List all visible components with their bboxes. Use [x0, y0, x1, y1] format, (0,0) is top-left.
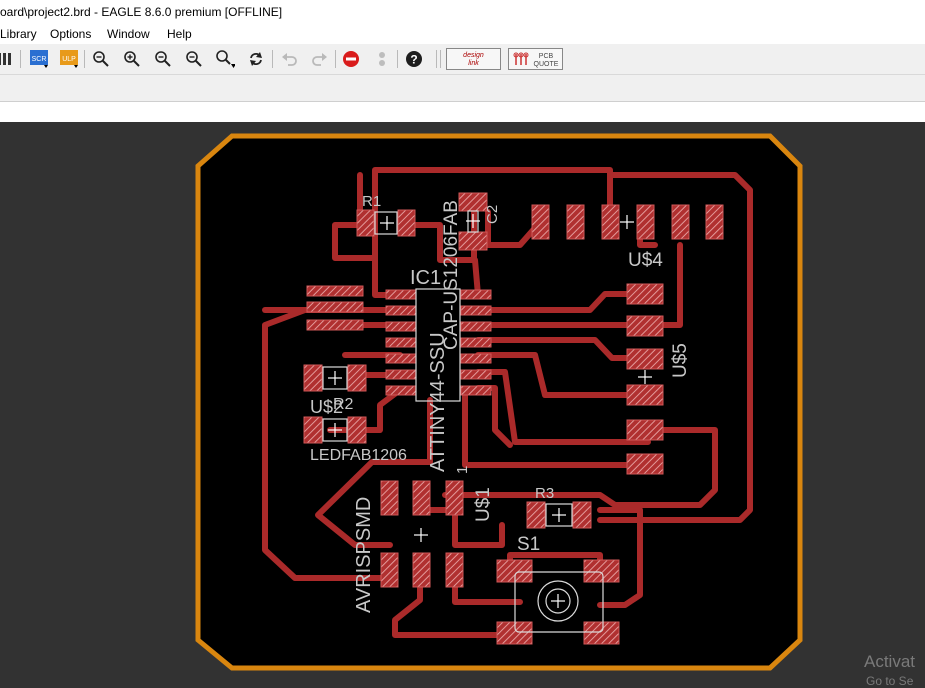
- menu-library[interactable]: Library: [0, 27, 37, 41]
- component-bodies: [322, 210, 604, 633]
- menu-options[interactable]: Options: [50, 27, 92, 41]
- silkscreen-labels: R1 C2 IC1 CAP-US1206FAB U$4 U$5 U$2 R2 L…: [310, 193, 691, 613]
- traces: [262, 167, 753, 638]
- pcb-quote-icon: [513, 52, 529, 69]
- label-r1: R1: [362, 193, 381, 210]
- pads: [303, 192, 724, 645]
- pcb-board: R1 C2 IC1 CAP-US1206FAB U$4 U$5 U$2 R2 L…: [195, 133, 803, 671]
- pcb-quote-label: PCB QUOTE: [533, 53, 559, 68]
- title-bar: oard\project2.brd - EAGLE 8.6.0 premium …: [0, 0, 925, 24]
- label-avrisp: AVRISPSMD: [353, 497, 375, 613]
- toolbar-separator: [397, 50, 398, 68]
- menu-bar: Library Options Window Help: [0, 24, 925, 44]
- go-icon[interactable]: [372, 49, 392, 69]
- label-c2: C2: [484, 205, 501, 224]
- label-cap: CAP-US1206FAB: [441, 200, 462, 350]
- label-us2: U$2: [310, 397, 343, 417]
- toolbar-separator: [272, 50, 273, 68]
- zoom-previous-icon[interactable]: [184, 49, 204, 69]
- label-ledfab: LEDFAB1206: [310, 447, 407, 464]
- toolbar: SCR ULP ? design link: [0, 44, 925, 75]
- label-r3: R3: [535, 485, 554, 502]
- stop-icon[interactable]: [341, 49, 361, 69]
- toolbar-separator: [440, 50, 441, 68]
- toolbar-separator: [335, 50, 336, 68]
- label-us1: U$1: [473, 487, 494, 522]
- label-us4: U$4: [628, 250, 663, 271]
- design-link-button[interactable]: design link: [446, 48, 501, 70]
- zoom-fit-icon[interactable]: [91, 49, 111, 69]
- origin-crosses: [328, 214, 652, 608]
- redo-icon[interactable]: [310, 49, 330, 69]
- zoom-in-icon[interactable]: [122, 49, 142, 69]
- menu-help[interactable]: Help: [167, 27, 192, 41]
- pcb-quote-button[interactable]: PCB QUOTE: [508, 48, 563, 70]
- scr-label: SCR: [32, 56, 47, 63]
- svg-text:?: ?: [410, 53, 417, 67]
- grid-icon[interactable]: [0, 49, 14, 69]
- zoom-out-icon[interactable]: [153, 49, 173, 69]
- label-pin1: 1: [454, 466, 471, 474]
- design-link-label: design link: [463, 52, 484, 67]
- menu-window[interactable]: Window: [107, 27, 150, 41]
- window-title: oard\project2.brd - EAGLE 8.6.0 premium …: [0, 5, 283, 19]
- label-attiny: ATTINY44-SSU: [427, 332, 449, 472]
- label-ic1: IC1: [410, 267, 441, 289]
- label-s1: S1: [517, 534, 540, 555]
- toolbar-separator: [436, 50, 437, 68]
- board-canvas[interactable]: R1 C2 IC1 CAP-US1206FAB U$4 U$5 U$2 R2 L…: [0, 122, 925, 688]
- zoom-select-icon[interactable]: [215, 49, 235, 69]
- ulp-button[interactable]: ULP: [59, 49, 79, 69]
- activation-watermark: Activat: [864, 652, 916, 671]
- ulp-label: ULP: [62, 56, 76, 63]
- script-button[interactable]: SCR: [29, 49, 49, 69]
- parameter-toolbar: [0, 75, 925, 102]
- command-line[interactable]: [0, 102, 925, 122]
- redraw-icon[interactable]: [246, 49, 266, 69]
- board-outline: [195, 133, 803, 671]
- undo-icon[interactable]: [279, 49, 299, 69]
- help-icon[interactable]: ?: [404, 49, 424, 69]
- toolbar-separator: [20, 50, 21, 68]
- activation-watermark-sub: Go to Se: [866, 674, 914, 688]
- toolbar-separator: [84, 50, 85, 68]
- label-r2: R2: [333, 396, 354, 413]
- label-us5: U$5: [670, 343, 691, 378]
